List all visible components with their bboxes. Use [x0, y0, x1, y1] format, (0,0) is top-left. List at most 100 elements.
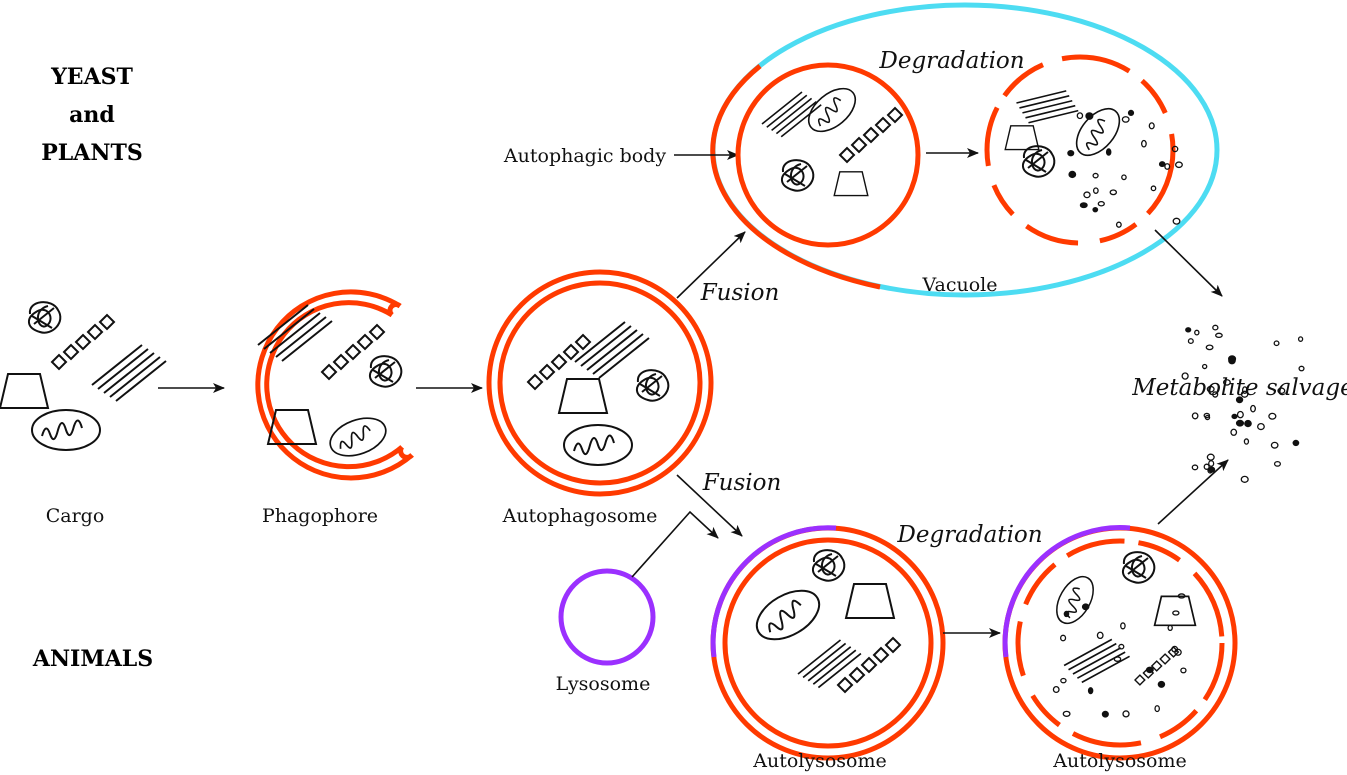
particle	[1060, 677, 1067, 684]
metabolite-particles-autolysosome	[1052, 593, 1187, 718]
particle	[1105, 148, 1112, 156]
arrow-salvage-bottom	[1157, 459, 1229, 525]
particle	[1097, 201, 1105, 207]
particle	[1240, 390, 1249, 398]
particle	[1180, 667, 1187, 674]
label-vacuole: Vacuole	[922, 274, 998, 296]
particle	[1250, 404, 1256, 413]
cargo-cluster	[0, 301, 167, 451]
autophagosome	[486, 269, 714, 497]
particle	[1212, 324, 1219, 331]
particle	[1085, 112, 1094, 120]
particle	[1177, 593, 1186, 599]
particle	[1298, 365, 1305, 372]
particle	[1206, 453, 1215, 461]
particle	[1235, 396, 1244, 404]
particle	[1185, 327, 1192, 333]
particle	[1164, 163, 1171, 170]
particle	[1145, 666, 1154, 674]
phagophore	[255, 289, 414, 481]
particle	[1277, 387, 1286, 395]
particle	[1118, 643, 1125, 650]
metabolite-particles-vacuole	[1067, 109, 1183, 228]
lysosome	[558, 568, 656, 666]
heading-plants: PLANTS	[41, 140, 142, 166]
particle	[1235, 419, 1245, 427]
heading-and: and	[69, 102, 115, 128]
particle	[1194, 329, 1200, 336]
particle	[1257, 422, 1265, 431]
label-phagophore: Phagophore	[262, 505, 378, 527]
particle	[1083, 191, 1091, 199]
particle	[1062, 710, 1071, 717]
label-metabolite-salvage: Metabolite salvage	[1131, 375, 1347, 401]
particle	[1087, 687, 1094, 695]
particle	[1240, 475, 1249, 483]
particle	[1201, 363, 1208, 370]
autophagic-body	[735, 62, 921, 248]
particle	[1187, 338, 1194, 345]
particle	[1208, 466, 1216, 473]
particle	[1212, 391, 1219, 398]
particle	[1243, 438, 1250, 445]
particle	[1273, 460, 1281, 467]
label-degradation-top: Degradation	[878, 48, 1024, 74]
particle	[1191, 412, 1199, 420]
autolysosome-2	[1002, 525, 1238, 761]
label-fusion-top: Fusion	[700, 280, 780, 306]
label-autolysosome-2: Autolysosome	[1052, 750, 1186, 772]
particle	[1215, 332, 1223, 339]
particle	[1206, 385, 1215, 393]
particle	[1101, 710, 1109, 718]
particle	[1205, 344, 1214, 351]
particle	[1174, 648, 1182, 656]
particle	[1204, 414, 1211, 421]
particle	[1181, 372, 1189, 380]
particle	[1297, 336, 1304, 342]
particle	[1052, 686, 1060, 694]
label-autophagosome: Autophagosome	[502, 505, 658, 527]
heading-yeast: YEAST	[50, 64, 133, 90]
particle	[1122, 710, 1130, 718]
particle	[1068, 170, 1077, 179]
arrow-salvage-top	[1154, 229, 1223, 297]
particle	[1172, 610, 1180, 616]
particle	[1171, 145, 1179, 153]
particle	[1059, 634, 1067, 642]
particle	[1063, 610, 1070, 618]
autolysosome-1	[710, 525, 946, 761]
particle	[1228, 357, 1236, 365]
label-cargo: Cargo	[46, 505, 105, 527]
particle	[1079, 202, 1088, 209]
particle	[1092, 172, 1099, 179]
particle	[1096, 631, 1104, 640]
label-autolysosome-1: Autolysosome	[752, 750, 886, 772]
particle	[1154, 705, 1160, 713]
particle	[1191, 464, 1199, 471]
particle	[1113, 656, 1122, 662]
particle	[1241, 386, 1248, 394]
particle	[1236, 410, 1244, 419]
particle	[1230, 428, 1238, 436]
metabolite-particles-salvage	[1181, 324, 1305, 483]
particle	[1268, 412, 1277, 420]
particle	[1244, 419, 1252, 428]
particle	[1231, 413, 1238, 420]
particle	[1109, 189, 1118, 196]
particle	[1076, 112, 1084, 120]
particle	[1157, 680, 1166, 688]
particle	[1121, 174, 1127, 181]
particle	[1081, 603, 1090, 611]
particle	[1222, 379, 1231, 386]
heading-animals: ANIMALS	[32, 646, 153, 672]
vacuole	[710, 2, 1220, 298]
particle	[1208, 460, 1215, 467]
particle	[1292, 439, 1300, 447]
particle	[1127, 109, 1135, 116]
particle	[1172, 217, 1181, 225]
arrow-lysosome-fusion	[631, 510, 719, 578]
particle	[1092, 187, 1099, 194]
arrow-fusion-lysosome	[676, 474, 743, 537]
